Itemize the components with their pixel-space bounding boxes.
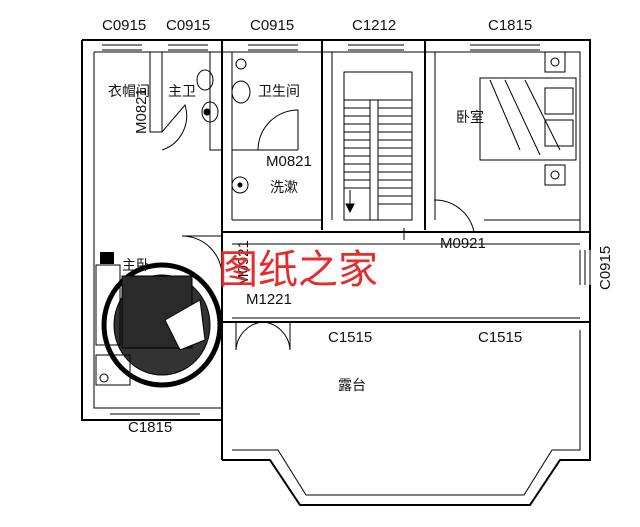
room-label-terrace: 露台 xyxy=(338,378,366,394)
room-label-master-bedroom: 主卧 xyxy=(122,258,150,274)
door-label: M0921 xyxy=(440,235,486,252)
fixtures xyxy=(196,51,577,194)
door-label: M0921 xyxy=(235,240,252,286)
window-label: C1212 xyxy=(352,17,396,34)
room-label-master-bath: 主卫 xyxy=(168,84,196,100)
door-label: M0821 xyxy=(266,153,312,170)
room-label-washroom: 洗漱 xyxy=(270,180,298,196)
window-label: C0915 xyxy=(597,246,614,290)
watermark-text: 图纸之家 xyxy=(218,247,378,293)
window-label: C1515 xyxy=(328,329,372,346)
room-label-cloakroom: 衣帽间 xyxy=(108,84,150,100)
window-label: C1815 xyxy=(488,17,532,34)
room-label-bathroom: 卫生间 xyxy=(258,84,300,100)
window-label: C1515 xyxy=(478,329,522,346)
staircase xyxy=(343,71,413,240)
window-label: C0915 xyxy=(250,17,294,34)
room-label-bedroom: 卧室 xyxy=(456,109,484,126)
window-label: C0915 xyxy=(102,17,146,34)
window-label: C0915 xyxy=(166,17,210,34)
master-bed xyxy=(95,252,223,388)
door-label: M0821 xyxy=(133,88,150,134)
door-label: M1221 xyxy=(246,291,292,308)
door-swings xyxy=(161,103,475,351)
window-marks xyxy=(102,39,591,421)
window-label: C1815 xyxy=(128,419,172,436)
